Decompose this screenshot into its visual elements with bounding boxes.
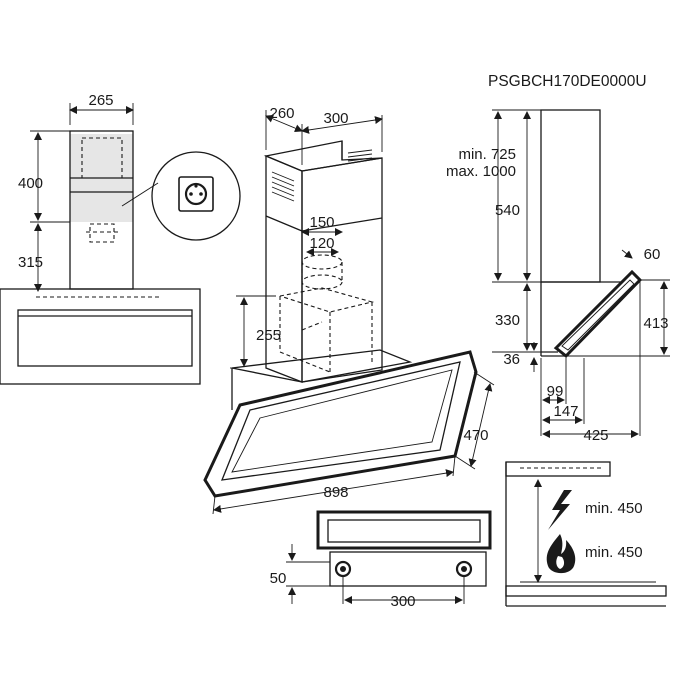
vent-grille bbox=[271, 149, 373, 202]
bottom-hood-panel bbox=[316, 510, 492, 550]
iso-chimney-front bbox=[265, 155, 303, 383]
clearance-view: min. 450 min. 450 bbox=[505, 461, 667, 607]
side-range-min-label: min. 725 bbox=[458, 146, 516, 163]
front-height-upper-label: 400 bbox=[18, 175, 43, 192]
iso-outlet-dashed bbox=[279, 254, 375, 373]
side-range-max-label: max. 1000 bbox=[446, 163, 516, 180]
iso-hood-depth-label: 470 bbox=[463, 427, 488, 444]
side-chimney-height-label: 540 bbox=[495, 202, 520, 219]
clearance-cooktop bbox=[505, 585, 667, 597]
side-bottom-offset-label: 36 bbox=[503, 351, 520, 368]
side-total-depth-label: 425 bbox=[583, 427, 608, 444]
side-glass-outer bbox=[553, 269, 643, 359]
bottom-mount-left bbox=[334, 560, 352, 578]
side-angle-label: 60 bbox=[644, 246, 661, 263]
iso-glass-inner bbox=[220, 361, 461, 481]
iso-outlet-height-label: 255 bbox=[256, 327, 281, 344]
side-chimney bbox=[540, 109, 601, 283]
iso-chimney-back bbox=[263, 140, 383, 172]
front-hood bbox=[0, 288, 201, 385]
front-hood-panel bbox=[17, 309, 193, 367]
clearance-electric-label: min. 450 bbox=[585, 500, 643, 517]
bottom-mount-right bbox=[455, 560, 473, 578]
front-height-lower-label: 315 bbox=[18, 254, 43, 271]
socket-callout bbox=[121, 151, 241, 241]
flame-icon bbox=[546, 534, 576, 574]
iso-view: 260 300 150 120 255 470 898 bbox=[203, 105, 495, 515]
lightning-icon bbox=[548, 490, 572, 530]
side-offset-a-label: 99 bbox=[547, 383, 564, 400]
socket-icon bbox=[178, 176, 214, 212]
front-view: 265 400 315 bbox=[0, 92, 201, 385]
clearance-gas-label: min. 450 bbox=[585, 544, 643, 561]
socket-callout-circle bbox=[151, 151, 241, 241]
iso-depth-label: 260 bbox=[269, 105, 294, 122]
side-total-height-label: 413 bbox=[643, 315, 668, 332]
side-offset-b-label: 147 bbox=[553, 403, 578, 420]
bottom-spacing-label: 300 bbox=[390, 593, 415, 610]
front-width-label: 265 bbox=[88, 92, 113, 109]
model-code: PSGBCH170DE0000U bbox=[488, 73, 647, 90]
bottom-hood-body bbox=[329, 551, 487, 587]
bottom-view: 50 300 bbox=[270, 510, 492, 610]
front-outlet-dashed bbox=[89, 223, 115, 243]
side-view: min. 725 max. 1000 540 330 36 60 413 99 … bbox=[446, 109, 670, 444]
side-lower-height-label: 330 bbox=[495, 312, 520, 329]
iso-outlet-outer-label: 150 bbox=[309, 214, 334, 231]
iso-chimney-width-label: 300 bbox=[323, 110, 348, 127]
bottom-height-label: 50 bbox=[270, 570, 287, 587]
iso-outlet-inner-label: 120 bbox=[309, 235, 334, 252]
iso-hood-width-label: 898 bbox=[323, 484, 348, 501]
clearance-hood bbox=[505, 461, 611, 477]
